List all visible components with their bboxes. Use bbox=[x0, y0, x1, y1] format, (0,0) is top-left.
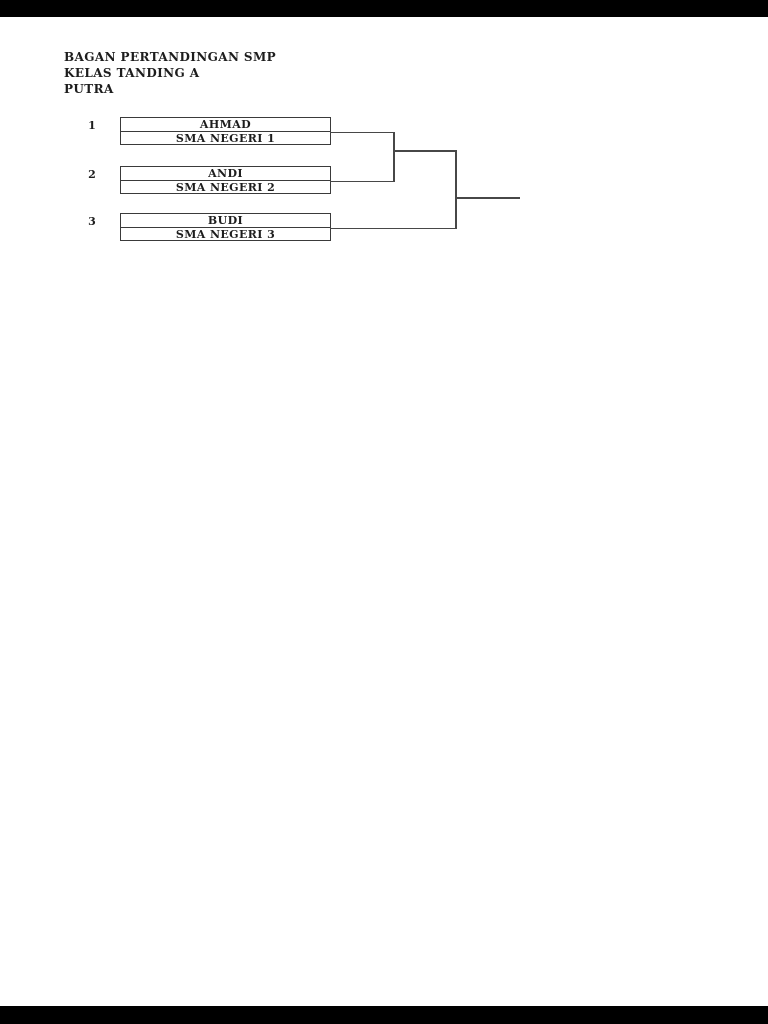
connector-line-final-winner bbox=[455, 197, 521, 199]
title-line-1: BAGAN PERTANDINGAN SMP bbox=[64, 50, 277, 64]
document-title: BAGAN PERTANDINGAN SMP KELAS TANDING A P… bbox=[64, 49, 276, 97]
competitor-name-1: AHMAD bbox=[199, 118, 252, 131]
connector-line-entry1-out bbox=[329, 131, 395, 134]
seed-number-3: 3 bbox=[88, 214, 96, 228]
letterbox-bar-bottom bbox=[0, 1006, 768, 1024]
seed-number-2: 2 bbox=[88, 167, 96, 181]
title-line-3: PUTRA bbox=[64, 82, 114, 96]
connector-line-final-vertical bbox=[455, 150, 457, 230]
connector-line-match1-winner bbox=[393, 150, 457, 152]
seed-number-1: 1 bbox=[88, 118, 96, 132]
document-page bbox=[0, 17, 768, 1006]
competitor-school-3: SMA NEGERI 3 bbox=[121, 227, 330, 241]
connector-line-entry3-out bbox=[329, 227, 457, 230]
bracket-entry-box-2: ANDI SMA NEGERI 2 bbox=[120, 166, 331, 194]
competitor-name-2: ANDI bbox=[208, 167, 243, 180]
competitor-school-2: SMA NEGERI 2 bbox=[121, 180, 330, 194]
competitor-school-1: SMA NEGERI 1 bbox=[121, 131, 330, 145]
connector-line-match1-vertical bbox=[393, 131, 395, 183]
letterbox-bar-top bbox=[0, 0, 768, 17]
competitor-name-3: BUDI bbox=[207, 214, 244, 227]
bracket-entry-box-3: BUDI SMA NEGERI 3 bbox=[120, 213, 331, 241]
connector-line-entry2-out bbox=[329, 180, 395, 183]
bracket-entry-box-1: AHMAD SMA NEGERI 1 bbox=[120, 117, 331, 145]
title-line-2: KELAS TANDING A bbox=[64, 66, 200, 80]
